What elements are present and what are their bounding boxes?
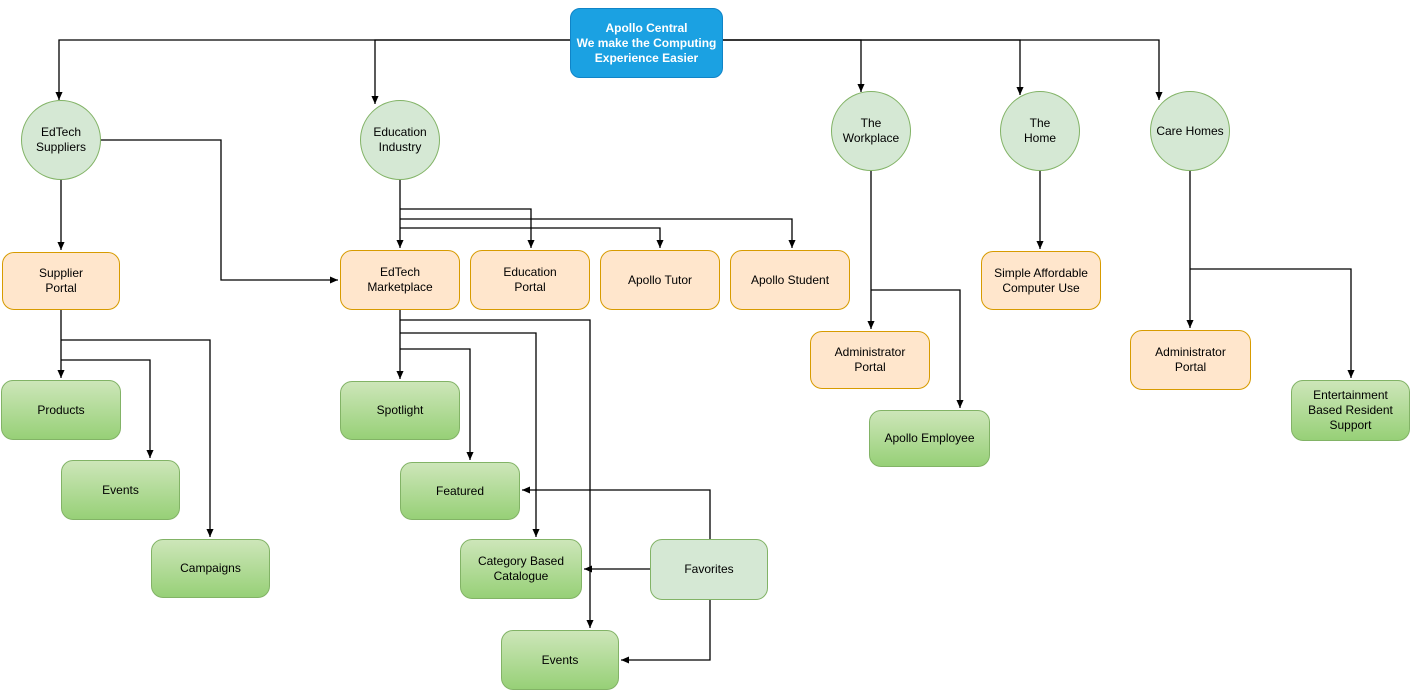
node-education-industry-label: Education Industry bbox=[373, 125, 427, 154]
node-apollo-student[interactable]: Apollo Student bbox=[730, 250, 850, 310]
node-category-based-catalogue[interactable]: Category Based Catalogue bbox=[460, 539, 582, 599]
node-products-label: Products bbox=[37, 402, 85, 417]
edge-favorites-to-featured bbox=[522, 486, 711, 539]
node-events-supplier-label: Events bbox=[102, 482, 139, 497]
node-edtech-suppliers-label: EdTech Suppliers bbox=[35, 125, 87, 154]
edge-care_homes-to-entertainment_based_resident_support bbox=[1190, 268, 1355, 378]
edge-edtech_marketplace-to-featured bbox=[400, 348, 474, 460]
edge-education_industry-to-education_portal bbox=[400, 208, 535, 248]
node-the-home-label: The Home bbox=[1023, 116, 1056, 145]
node-apollo-central-label: Apollo Central We make the Computing Exp… bbox=[576, 20, 717, 65]
node-care-homes-label: Care Homes bbox=[1156, 123, 1224, 138]
node-administrator-portal-care-homes[interactable]: Administrator Portal bbox=[1130, 330, 1251, 390]
edge-supplier_portal-to-events_supplier bbox=[61, 359, 154, 458]
edge-apollo_central-to-care_homes bbox=[723, 39, 1163, 100]
node-care-homes[interactable]: Care Homes bbox=[1150, 91, 1230, 171]
edge-edtech_marketplace-to-events_marketplace bbox=[400, 319, 594, 628]
node-events-marketplace[interactable]: Events bbox=[501, 630, 619, 690]
node-administrator-portal-workplace-label: Administrator Portal bbox=[834, 345, 906, 374]
node-events-supplier[interactable]: Events bbox=[61, 460, 180, 520]
node-apollo-tutor-label: Apollo Tutor bbox=[627, 272, 693, 287]
edge-the_workplace-to-apollo_employee bbox=[871, 289, 964, 408]
node-administrator-portal-care-homes-label: Administrator Portal bbox=[1155, 345, 1226, 374]
node-featured[interactable]: Featured bbox=[400, 462, 520, 520]
node-featured-label: Featured bbox=[435, 483, 485, 498]
edge-education_industry-to-apollo_tutor bbox=[400, 227, 664, 248]
edge-edtech_marketplace-to-category_based_catalogue bbox=[400, 332, 540, 537]
node-the-workplace-label: The Workplace bbox=[842, 116, 900, 145]
edge-apollo_central-to-edtech_suppliers bbox=[55, 39, 570, 100]
node-administrator-portal-workplace[interactable]: Administrator Portal bbox=[810, 331, 930, 389]
edge-education_industry-to-apollo_student bbox=[400, 218, 796, 248]
node-simple-affordable-computer-use[interactable]: Simple Affordable Computer Use bbox=[981, 251, 1101, 310]
node-spotlight[interactable]: Spotlight bbox=[340, 381, 460, 440]
node-campaigns-label: Campaigns bbox=[180, 561, 241, 575]
edge-apollo_central-to-the_home bbox=[723, 39, 1024, 95]
node-apollo-central[interactable]: Apollo Central We make the Computing Exp… bbox=[570, 8, 723, 78]
node-edtech-suppliers[interactable]: EdTech Suppliers bbox=[21, 100, 101, 180]
node-education-portal[interactable]: Education Portal bbox=[470, 250, 590, 310]
edge-favorites-to-events_marketplace bbox=[621, 600, 711, 664]
node-the-home[interactable]: The Home bbox=[1000, 91, 1080, 171]
node-spotlight-label: Spotlight bbox=[376, 403, 424, 417]
node-apollo-student-label: Apollo Student bbox=[750, 272, 830, 287]
node-education-portal-label: Education Portal bbox=[503, 265, 557, 294]
node-supplier-portal-label: Supplier Portal bbox=[38, 266, 84, 295]
node-education-industry[interactable]: Education Industry bbox=[360, 100, 440, 180]
node-edtech-marketplace[interactable]: EdTech Marketplace bbox=[340, 250, 460, 310]
node-entertainment-based-resident-support[interactable]: Entertainment Based Resident Support bbox=[1291, 380, 1410, 441]
node-category-based-catalogue-label: Category Based Catalogue bbox=[477, 554, 565, 583]
node-supplier-portal[interactable]: Supplier Portal bbox=[2, 252, 120, 310]
node-simple-affordable-computer-use-label: Simple Affordable Computer Use bbox=[994, 265, 1088, 295]
node-apollo-employee[interactable]: Apollo Employee bbox=[869, 410, 990, 467]
edge-edtech_suppliers-to-edtech_marketplace bbox=[101, 139, 338, 284]
node-the-workplace[interactable]: The Workplace bbox=[831, 91, 911, 171]
edge-apollo_central-to-education_industry bbox=[371, 39, 570, 104]
node-edtech-marketplace-label: EdTech Marketplace bbox=[367, 265, 433, 294]
node-entertainment-based-resident-support-label: Entertainment Based Resident Support bbox=[1308, 388, 1393, 432]
node-apollo-employee-label: Apollo Employee bbox=[884, 431, 975, 445]
node-favorites[interactable]: Favorites bbox=[650, 539, 768, 600]
edge-apollo_central-to-the_workplace bbox=[723, 39, 865, 92]
node-apollo-tutor[interactable]: Apollo Tutor bbox=[600, 250, 720, 310]
edge-supplier_portal-to-campaigns bbox=[61, 339, 214, 537]
node-campaigns[interactable]: Campaigns bbox=[151, 539, 270, 598]
node-events-marketplace-label: Events bbox=[541, 652, 579, 667]
node-favorites-label: Favorites bbox=[684, 562, 734, 576]
node-products[interactable]: Products bbox=[1, 380, 121, 440]
